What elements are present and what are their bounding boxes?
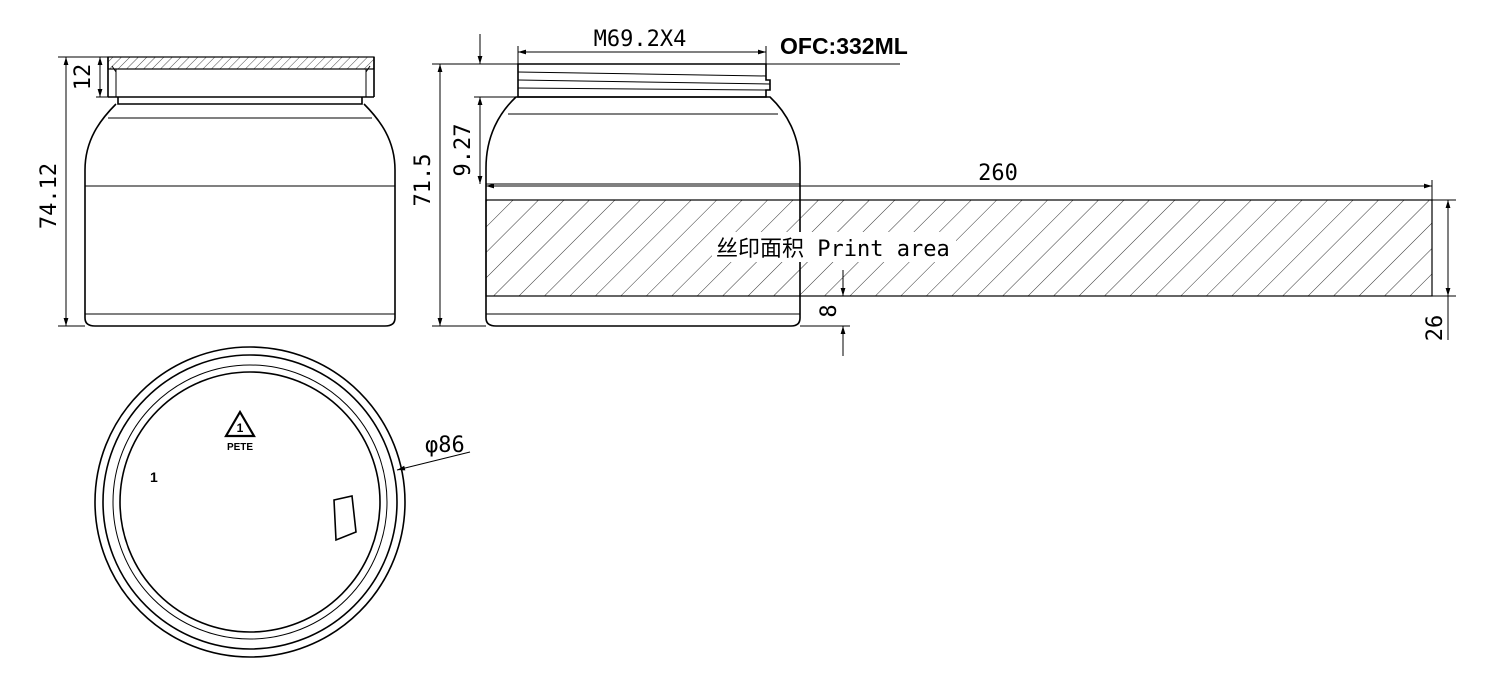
cap-height-label: 12 bbox=[71, 64, 96, 91]
recycle-material-label: PETE bbox=[227, 442, 253, 453]
capacity-label: OFC:332ML bbox=[780, 33, 908, 59]
total-height-label: 74.12 bbox=[37, 163, 62, 229]
outer-circle bbox=[94, 346, 406, 658]
mold-number-label: 1 bbox=[150, 469, 158, 485]
jar-body bbox=[84, 103, 396, 327]
cap-outline bbox=[107, 56, 375, 70]
print-area-hatch bbox=[485, 199, 1433, 297]
diameter-label: φ86 bbox=[425, 433, 465, 458]
side-view-with-cap: 12 74.12 bbox=[37, 56, 396, 327]
svg-text:1: 1 bbox=[237, 421, 244, 435]
body-height-label: 71.5 bbox=[411, 154, 436, 207]
thread-label: M69.2X4 bbox=[594, 27, 687, 52]
bottom-view: φ86 1 PETE 1 bbox=[94, 346, 471, 658]
shoulder-height-label: 9.27 bbox=[451, 124, 476, 177]
gate-mark bbox=[333, 495, 357, 542]
side-view-without-cap: M69.2X4 OFC:332ML 71.5 9.27 bbox=[411, 27, 908, 327]
bottom-offset-label: 8 bbox=[817, 304, 842, 317]
print-width-label: 260 bbox=[978, 161, 1018, 186]
recycle-icon: 1 PETE bbox=[224, 409, 256, 453]
cap-body bbox=[107, 57, 375, 98]
print-height-label: 26 bbox=[1423, 315, 1448, 342]
print-area: 260 丝印面积 Print area 26 8 bbox=[485, 161, 1456, 356]
print-area-label: 丝印面积 Print area bbox=[716, 237, 950, 262]
